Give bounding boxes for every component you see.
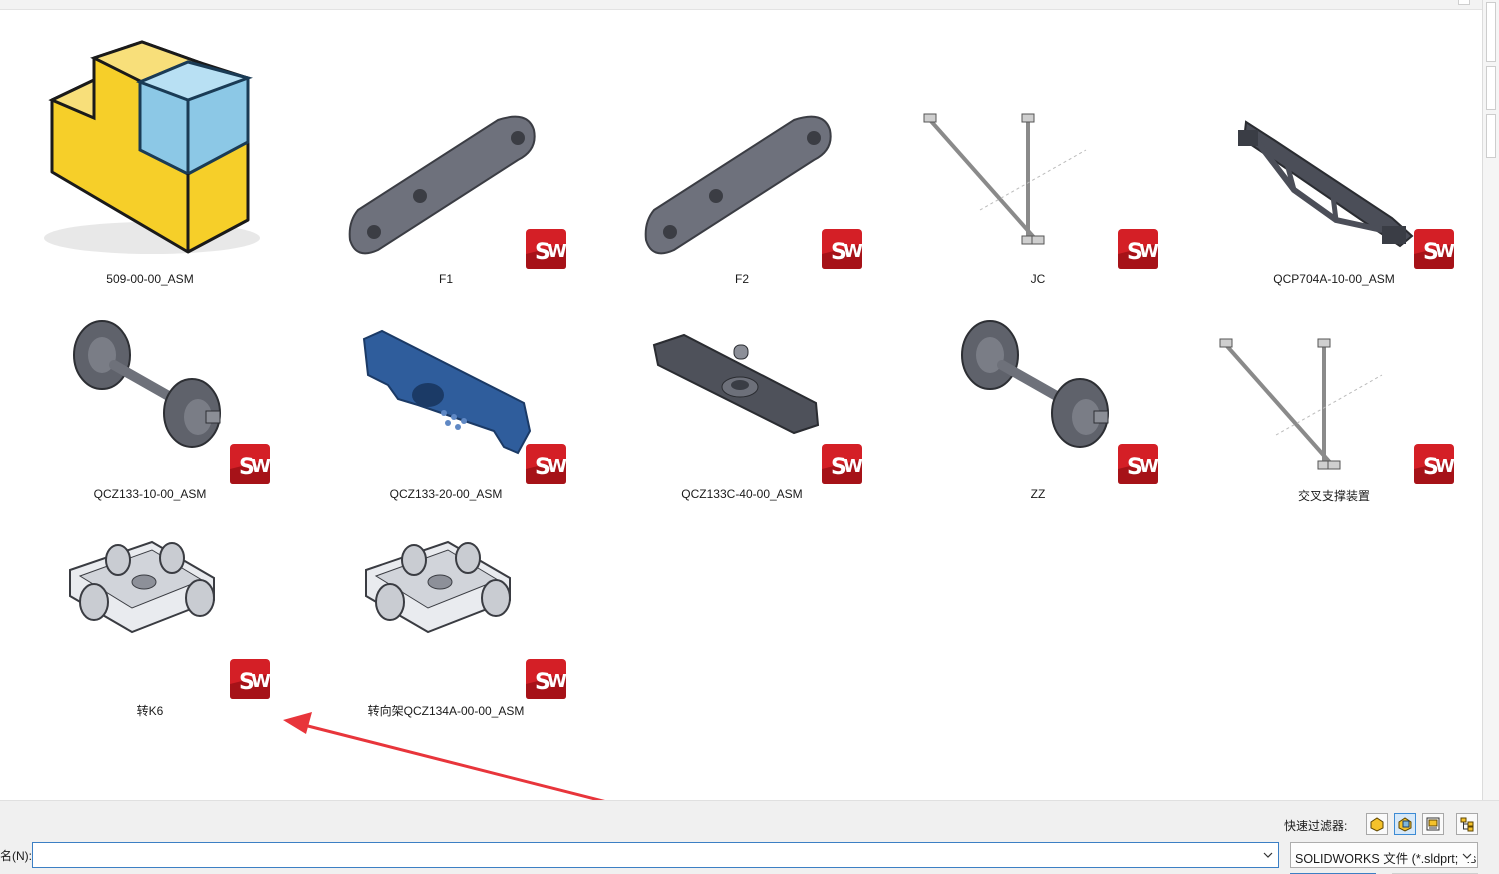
dialog-footer: 快速过滤器: 名(N): SOLIDWORKS 文件 (*.sldprt; *.… bbox=[0, 800, 1499, 874]
solidworks-icon: S W bbox=[1414, 229, 1455, 269]
wheelset-part bbox=[961, 320, 1109, 448]
svg-text:W: W bbox=[547, 456, 567, 477]
svg-text:W: W bbox=[843, 241, 863, 262]
svg-text:S: S bbox=[831, 455, 847, 480]
window-control[interactable] bbox=[1458, 0, 1470, 5]
svg-text:W: W bbox=[547, 241, 567, 262]
file-name-label: QCZ133-20-00_ASM bbox=[389, 487, 503, 501]
filetype-select[interactable]: SOLIDWORKS 文件 (*.sldprt; *.sldasm; *.sld… bbox=[1290, 842, 1478, 868]
solidworks-icon: S W bbox=[1118, 229, 1159, 269]
frame-part bbox=[1238, 120, 1414, 248]
solidworks-icon: S W bbox=[526, 659, 567, 699]
scroll-thumb-top[interactable] bbox=[1486, 2, 1496, 62]
svg-text:W: W bbox=[547, 671, 567, 692]
cross-brace-part bbox=[1219, 338, 1383, 470]
link-plate-part bbox=[348, 115, 536, 255]
svg-text:W: W bbox=[843, 456, 863, 477]
filter-parts-icon bbox=[1370, 817, 1384, 832]
solidworks-icon: S W bbox=[822, 444, 863, 484]
filename-history-dropdown[interactable] bbox=[1259, 845, 1277, 865]
file-name-label: 509-00-00_ASM bbox=[106, 272, 194, 286]
filename-label: 名(N): bbox=[0, 849, 32, 863]
filter-drawings-button[interactable] bbox=[1422, 813, 1444, 835]
file-name-label: F1 bbox=[438, 272, 453, 286]
file-item[interactable]: S W QCZ133C-40-00_ASM bbox=[594, 225, 890, 510]
chevron-down-icon bbox=[1263, 852, 1273, 858]
svg-text:S: S bbox=[535, 670, 551, 695]
svg-text:W: W bbox=[1139, 241, 1159, 262]
filter-top-assemblies-button[interactable] bbox=[1456, 813, 1478, 835]
file-item[interactable]: 509-00-00_ASM bbox=[2, 10, 298, 295]
cross-brace-part bbox=[923, 113, 1087, 245]
svg-text:S: S bbox=[1127, 455, 1143, 480]
file-item[interactable]: S W F1 bbox=[298, 10, 594, 295]
file-item[interactable]: S W F2 bbox=[594, 10, 890, 295]
svg-text:S: S bbox=[535, 455, 551, 480]
file-name-label: 转向架QCZ134A-00-00_ASM bbox=[367, 704, 525, 718]
svg-text:W: W bbox=[1139, 456, 1159, 477]
svg-text:S: S bbox=[1423, 240, 1439, 265]
file-name-label: QCZ133C-40-00_ASM bbox=[681, 487, 803, 501]
filter-top-assemblies-icon bbox=[1460, 817, 1474, 832]
solidworks-icon: S W bbox=[230, 444, 271, 484]
scroll-thumb-mid[interactable] bbox=[1486, 66, 1496, 110]
chevron-down-icon bbox=[1462, 853, 1472, 859]
svg-text:W: W bbox=[1435, 456, 1455, 477]
filename-input[interactable] bbox=[32, 842, 1279, 868]
file-item[interactable]: S W QCP704A-10-00_ASM bbox=[1186, 10, 1482, 295]
filter-parts-button[interactable] bbox=[1366, 813, 1388, 835]
filter-drawings-icon bbox=[1426, 817, 1440, 831]
solidworks-icon: S W bbox=[1118, 444, 1159, 484]
solidworks-icon: S W bbox=[822, 229, 863, 269]
file-item[interactable]: S W QCZ133-20-00_ASM bbox=[298, 225, 594, 510]
svg-text:S: S bbox=[239, 455, 255, 480]
file-name-label: F2 bbox=[734, 272, 749, 286]
svg-text:W: W bbox=[251, 456, 271, 477]
assembly-blocks-icon bbox=[44, 40, 260, 254]
file-name-label: 转K6 bbox=[136, 704, 164, 718]
file-item[interactable]: S W ZZ bbox=[890, 225, 1186, 510]
svg-text:S: S bbox=[239, 670, 255, 695]
filetype-selected: SOLIDWORKS 文件 (*.sldprt; *.sldasm; *.sld… bbox=[1295, 852, 1477, 866]
filter-assemblies-button[interactable] bbox=[1394, 813, 1416, 835]
vertical-scrollbar[interactable] bbox=[1482, 0, 1499, 800]
svg-text:S: S bbox=[1127, 240, 1143, 265]
file-item[interactable]: S W 交叉支撑装置 bbox=[1186, 225, 1482, 510]
solidworks-icon: S W bbox=[526, 444, 567, 484]
svg-text:W: W bbox=[1435, 241, 1455, 262]
wheelset-part bbox=[73, 320, 221, 448]
bolster-part bbox=[652, 333, 820, 435]
side-frame-part bbox=[362, 329, 532, 455]
top-toolbar-edge bbox=[0, 0, 1482, 10]
filetype-dropdown[interactable] bbox=[1460, 848, 1474, 862]
file-name-label: ZZ bbox=[1030, 487, 1046, 501]
solidworks-icon: S W bbox=[230, 659, 271, 699]
file-name-label: 交叉支撑装置 bbox=[1297, 489, 1370, 503]
file-item[interactable]: S W 转K6 bbox=[2, 440, 298, 725]
file-item[interactable]: S W QCZ133-10-00_ASM bbox=[2, 225, 298, 510]
bogie-part bbox=[365, 540, 511, 634]
file-name-label: JC bbox=[1030, 272, 1046, 286]
link-plate-part bbox=[644, 115, 832, 255]
solidworks-icon: S W bbox=[1414, 444, 1455, 484]
filter-assemblies-icon bbox=[1398, 817, 1412, 832]
file-name-label: QCZ133-10-00_ASM bbox=[93, 487, 207, 501]
svg-text:W: W bbox=[251, 671, 271, 692]
scroll-thumb-low[interactable] bbox=[1486, 114, 1496, 158]
bogie-part bbox=[69, 540, 215, 634]
file-item[interactable]: S W JC bbox=[890, 10, 1186, 295]
quick-filter-label: 快速过滤器: bbox=[1284, 819, 1348, 833]
svg-text:S: S bbox=[535, 240, 551, 265]
svg-text:S: S bbox=[831, 240, 847, 265]
file-name-label: QCP704A-10-00_ASM bbox=[1273, 272, 1395, 286]
svg-text:S: S bbox=[1423, 455, 1439, 480]
solidworks-icon: S W bbox=[526, 229, 567, 269]
